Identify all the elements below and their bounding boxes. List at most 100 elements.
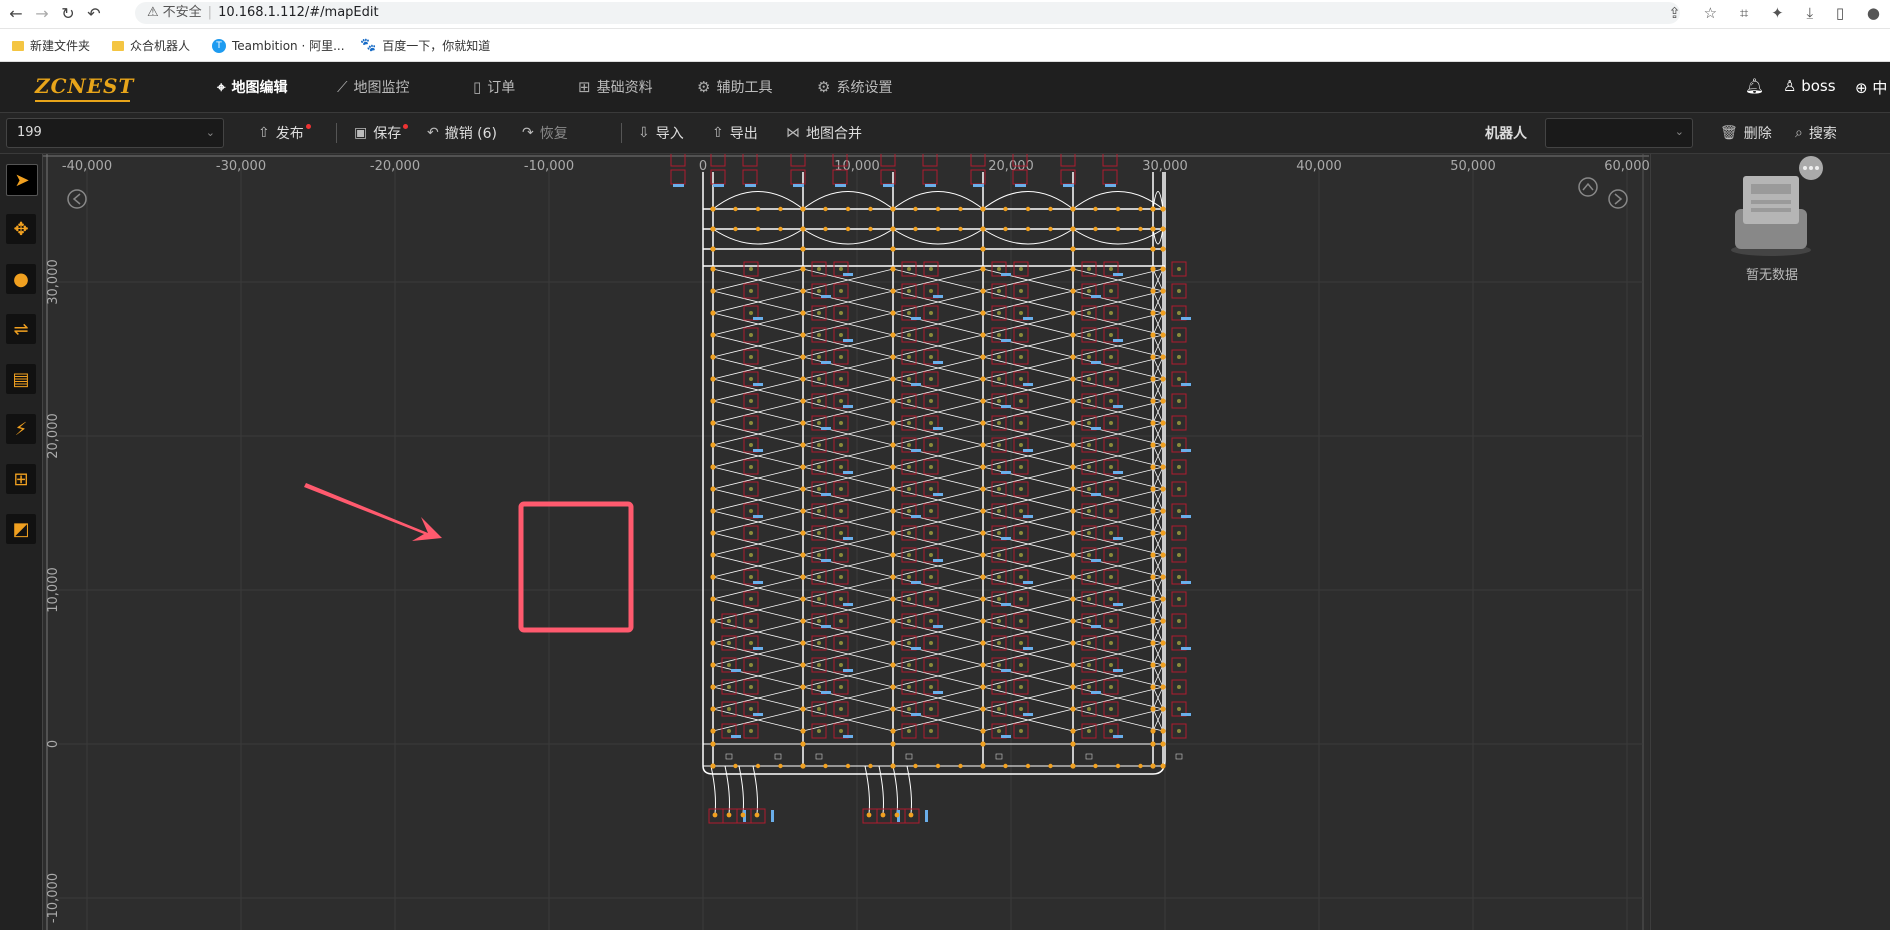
redo-button[interactable]: ↷恢复 <box>522 125 568 142</box>
shelf-cell <box>1081 723 1097 739</box>
shelf-node <box>1177 443 1181 447</box>
y-tick-label: 20,000 <box>46 413 61 459</box>
shelf-cell <box>922 154 938 167</box>
top-loop <box>1152 191 1164 210</box>
merge-icon: ⋈ <box>786 125 800 141</box>
path-node <box>1150 206 1156 212</box>
shelf-cell <box>1103 283 1119 299</box>
path-node <box>980 552 986 558</box>
shelf-node <box>1109 729 1113 733</box>
path-tool-icon[interactable]: ⇌ <box>6 314 36 344</box>
shelf-cell <box>743 613 759 629</box>
path-node <box>710 420 716 426</box>
path-node <box>1150 662 1156 668</box>
menu-basic-data[interactable]: ⊞基础资料 <box>578 78 653 96</box>
shelf-node <box>749 267 753 271</box>
shelf-node <box>1019 355 1023 359</box>
qr-tool-icon[interactable]: ⊞ <box>6 464 36 494</box>
export-button[interactable]: ⇧导出 <box>712 125 758 142</box>
map-select[interactable]: 199⌄ <box>6 118 224 148</box>
shelf-node <box>817 531 821 535</box>
shelf-node <box>839 465 843 469</box>
bookmark-item[interactable]: 🐾百度一下，你就知道 <box>360 38 491 53</box>
shelf-tool-icon[interactable]: ▤ <box>6 364 36 394</box>
shelf-cell <box>833 547 849 563</box>
x-tick-label: 30,000 <box>1142 159 1188 174</box>
shelf-node <box>727 663 731 667</box>
shelf-node <box>749 685 753 689</box>
path-node <box>1160 442 1166 448</box>
shelf-cell <box>1013 283 1029 299</box>
shelf-node <box>839 685 843 689</box>
reload-icon[interactable]: ↻ <box>61 4 75 23</box>
save-button[interactable]: ▣保存 <box>354 123 412 143</box>
undo-button[interactable]: ↶撤销 (6) <box>427 125 498 142</box>
profile-icon[interactable]: ● <box>1866 4 1880 22</box>
path-node <box>800 398 806 404</box>
path-node <box>845 763 851 769</box>
address-bar[interactable]: ⚠不安全|10.168.1.112/#/mapEdit <box>135 2 1680 24</box>
publish-button[interactable]: ⇧发布 <box>258 123 315 143</box>
shelf-node <box>929 355 933 359</box>
shelf-cell <box>1171 701 1187 717</box>
crop-icon[interactable]: ⌗ <box>1739 4 1749 22</box>
path-node <box>980 266 986 272</box>
forward-icon[interactable]: → <box>35 4 49 23</box>
shelf-node <box>929 377 933 381</box>
shelf-node <box>817 421 821 425</box>
select-tool-icon[interactable]: ➤ <box>6 164 38 196</box>
shelf-node <box>997 421 1001 425</box>
download-icon[interactable]: ⤓ <box>1806 4 1814 22</box>
path-node <box>710 508 716 514</box>
import-button[interactable]: ⇩导入 <box>638 125 684 142</box>
station-mark <box>1091 427 1101 430</box>
user-menu[interactable]: ♙ boss <box>1783 77 1836 95</box>
shelf-node <box>1109 707 1113 711</box>
station-mark <box>753 515 763 518</box>
menu-map-edit[interactable]: ⌖地图编辑 <box>217 78 288 96</box>
share-icon[interactable]: ⇪ <box>1668 4 1681 22</box>
station-mark <box>1113 405 1123 408</box>
shelf-node <box>817 399 821 403</box>
robot-select[interactable]: ⌄ <box>1545 118 1693 148</box>
delete-button[interactable]: 🗑︎删除 <box>1720 125 1772 142</box>
station-mark <box>911 383 921 386</box>
bell-icon[interactable]: 🔔︎ <box>1745 77 1765 95</box>
bookmark-item[interactable]: 众合机器人 <box>112 37 190 54</box>
station-mark <box>1023 647 1033 650</box>
area-tool-icon[interactable]: ◩ <box>6 514 36 544</box>
map-merge-button[interactable]: ⋈地图合并 <box>786 125 862 142</box>
shelf-node <box>929 597 933 601</box>
charger-tool-icon[interactable]: ⚡ <box>6 414 36 444</box>
path-node <box>800 266 806 272</box>
path-node <box>890 486 896 492</box>
menu-orders[interactable]: ▯订单 <box>473 78 516 96</box>
path-node <box>890 464 896 470</box>
bookmark-item[interactable]: 新建文件夹 <box>12 37 90 54</box>
path-node <box>1003 763 1008 769</box>
path-node <box>980 530 986 536</box>
menu-settings[interactable]: ⚙系统设置 <box>817 78 893 96</box>
search-button[interactable]: ⌕搜索 <box>1795 125 1837 142</box>
menu-tools[interactable]: ⚙辅助工具 <box>697 78 773 96</box>
shelf-cell <box>811 679 827 695</box>
sidebar-icon[interactable]: ▯ <box>1835 4 1845 22</box>
path-node <box>890 206 896 212</box>
back-icon[interactable]: ← <box>9 4 23 23</box>
shelf-cell <box>923 679 939 695</box>
home-icon[interactable]: ↶ <box>87 4 101 23</box>
extensions-icon[interactable]: ✦ <box>1771 4 1784 22</box>
star-icon[interactable]: ☆ <box>1703 4 1718 22</box>
menu-map-monitor[interactable]: ⟋地图监控 <box>337 78 410 96</box>
path-node <box>890 728 896 734</box>
shelf-node <box>817 465 821 469</box>
shelf-cell <box>1171 415 1187 431</box>
crossing-curve <box>712 488 804 512</box>
point-tool-icon[interactable]: ● <box>6 264 36 294</box>
path-node <box>890 310 896 316</box>
language-switch[interactable]: ⊕ 中 <box>1855 79 1888 97</box>
move-tool-icon[interactable]: ✥ <box>6 214 36 244</box>
